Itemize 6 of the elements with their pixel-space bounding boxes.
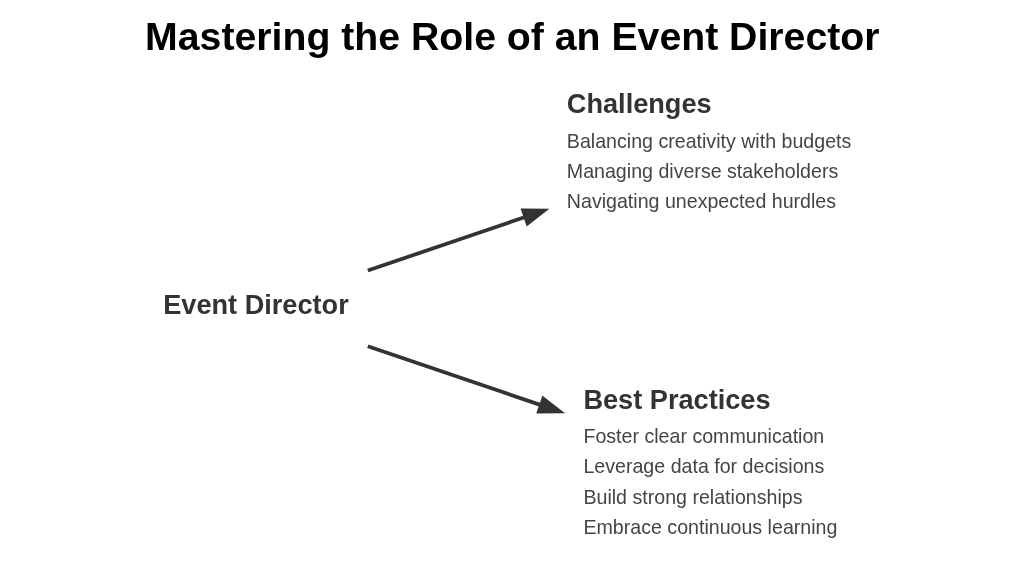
arrow (366, 208, 549, 273)
node-text: Event Director (162, 288, 349, 320)
diagram-title: Mastering the Role of an Event Director (144, 14, 880, 59)
arrow (366, 344, 565, 414)
node-text: Challenges Balancing creativity with budgets Managing diverse stakeholders Navigating unexpected hurdles (566, 87, 851, 212)
node-text: Best Practices Foster clear communication Leverage data for decisions Build strong relationships Embrace continuous learning (582, 383, 837, 538)
